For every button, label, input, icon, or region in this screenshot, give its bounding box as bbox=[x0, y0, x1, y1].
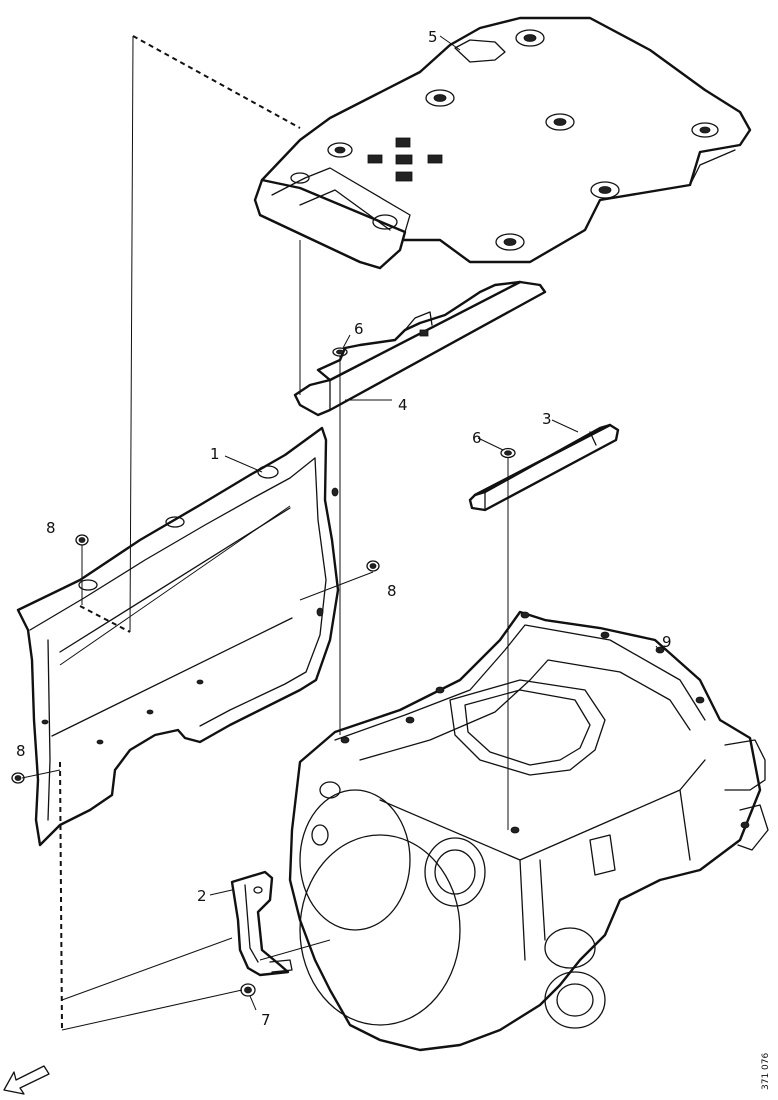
callout-1: 1 bbox=[210, 445, 220, 463]
nut-6-lower bbox=[500, 447, 516, 459]
callout-8-left-upper: 8 bbox=[46, 519, 56, 537]
callout-2: 2 bbox=[197, 887, 207, 905]
callout-labels: 1 2 3 4 5 6 6 7 8 8 8 9 bbox=[16, 28, 672, 1029]
cover-plate-part-5 bbox=[253, 16, 752, 270]
side-panel-part-1 bbox=[16, 426, 340, 847]
callout-7: 7 bbox=[261, 1011, 271, 1029]
bolt-7 bbox=[240, 983, 256, 997]
callout-9: 9 bbox=[662, 633, 672, 651]
callout-8-left-lower: 8 bbox=[16, 742, 26, 760]
callout-4: 4 bbox=[398, 396, 408, 414]
bracket-part-3 bbox=[468, 423, 620, 512]
callout-3: 3 bbox=[542, 410, 552, 428]
nut-8-left-upper bbox=[75, 534, 89, 546]
callout-8-right: 8 bbox=[387, 582, 397, 600]
callout-5: 5 bbox=[428, 28, 438, 46]
callout-6-upper: 6 bbox=[354, 320, 364, 338]
assembly-guide-lines bbox=[21, 35, 661, 1031]
figure-code: 371 076 bbox=[761, 1053, 771, 1090]
front-direction-arrow-icon bbox=[3, 1065, 50, 1095]
gearbox-housing-part-9 bbox=[288, 610, 769, 1052]
nut-8-right bbox=[366, 560, 380, 572]
small-bracket-part-2 bbox=[230, 870, 293, 977]
bracket-part-4 bbox=[293, 280, 547, 417]
callout-6-lower: 6 bbox=[472, 429, 482, 447]
